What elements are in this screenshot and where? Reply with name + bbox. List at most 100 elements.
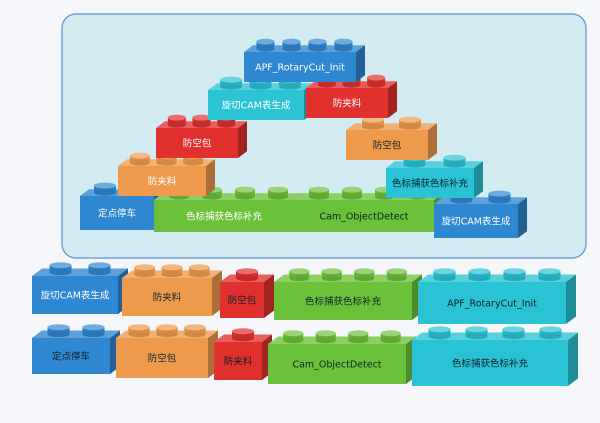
brick-side — [388, 81, 397, 118]
brick-top — [274, 274, 422, 282]
brick-sebiao-buhuo-2-label: 色标捕获色标补充 — [392, 178, 469, 190]
brick-side — [568, 332, 578, 386]
brick-sebiao-buhuo-2: 色标捕获色标补充 — [386, 154, 483, 198]
brick-stud — [49, 262, 72, 276]
brick-top — [32, 330, 120, 338]
brick-stud — [354, 268, 375, 282]
brick-side — [206, 159, 215, 196]
brick-stud — [309, 186, 329, 200]
brick-stud — [321, 268, 342, 282]
brick-front — [434, 204, 518, 238]
brick-stud — [156, 324, 178, 338]
brick-stud — [538, 268, 561, 282]
brick-row1-fangkongbao-label: 防空包 — [228, 295, 257, 307]
brick-front — [294, 200, 434, 232]
brick-sebiao-buhuo-1-label: 色标捕获色标补充 — [186, 211, 263, 223]
brick-stud — [468, 268, 491, 282]
brick-top — [412, 332, 578, 340]
brick-top — [32, 268, 128, 276]
brick-stud — [380, 330, 401, 344]
brick-stud — [502, 326, 525, 340]
brick-front — [122, 278, 212, 316]
brick-fangkongbao-2: 防空包 — [346, 116, 437, 160]
brick-side — [428, 123, 437, 160]
brick-fangkongbao-1-label: 防空包 — [183, 138, 212, 150]
brick-top — [418, 274, 576, 282]
brick-row1-fangjialiao-label: 防夹料 — [153, 292, 182, 304]
brick-fangkongbao-2-label: 防空包 — [373, 140, 402, 152]
brick-row2-fangkongbao-label: 防空包 — [148, 353, 177, 365]
brick-stud — [256, 38, 275, 52]
brick-dingdian-tingche-label: 定点停车 — [98, 208, 136, 220]
brick-front — [214, 342, 262, 380]
brick-cam-objectdetect: Cam_ObjectDetect — [294, 186, 443, 232]
brick-front — [412, 340, 568, 386]
brick-stud — [282, 38, 301, 52]
brick-stud — [128, 324, 150, 338]
brick-front — [116, 338, 208, 378]
brick-stud — [488, 190, 511, 204]
brick-fangkongbao-1: 防空包 — [156, 114, 247, 158]
brick-front — [346, 130, 428, 160]
brick-stud — [129, 152, 150, 166]
brick-front — [154, 200, 294, 232]
brick-stud — [315, 330, 336, 344]
brick-stud — [362, 116, 384, 130]
brick-top — [386, 161, 483, 168]
brick-front — [418, 282, 566, 324]
brick-front — [32, 338, 110, 374]
brick-side — [518, 197, 527, 238]
brick-stud — [348, 330, 369, 344]
brick-stud — [367, 74, 386, 88]
brick-stud — [399, 116, 421, 130]
brick-side — [238, 121, 247, 158]
brick-top — [434, 197, 527, 204]
brick-front — [306, 88, 388, 118]
brick-row1-xuanqie-cam: 旋切CAM表生成 — [32, 262, 128, 314]
brick-stud — [386, 268, 407, 282]
brick-stud — [465, 326, 488, 340]
brick-xuanqie-cam-1: 旋切CAM表生成 — [434, 190, 527, 238]
brick-apf-rotarycut-init-1-label: APF_RotaryCut_Init — [255, 63, 345, 74]
brick-front — [244, 52, 356, 82]
brick-row2-cam-objectdetect: Cam_ObjectDetect — [268, 330, 416, 384]
brick-stud — [443, 154, 466, 168]
brick-stud — [192, 114, 211, 128]
brick-row2-dingdian-tingche-label: 定点停车 — [52, 351, 90, 363]
brick-row1-apf-init-label: APF_RotaryCut_Init — [447, 299, 537, 310]
brick-row1-fangkongbao: 防空包 — [220, 268, 274, 318]
brick-sebiao-buhuo-1: 色标捕获色标补充 — [154, 186, 303, 232]
brick-front — [156, 128, 238, 158]
brick-stud — [88, 262, 111, 276]
brick-row1-fangjialiao: 防夹料 — [122, 264, 222, 316]
brick-side — [474, 161, 483, 198]
brick-stud — [134, 264, 156, 278]
brick-stud — [161, 264, 183, 278]
brick-front — [80, 196, 154, 230]
brick-stud — [428, 326, 451, 340]
brick-side — [264, 274, 274, 318]
brick-stud — [342, 186, 362, 200]
brick-stud — [268, 186, 288, 200]
brick-stud — [539, 326, 562, 340]
brick-stud — [47, 324, 70, 338]
brick-row1-apf-init: APF_RotaryCut_Init — [418, 268, 576, 324]
brick-front — [220, 282, 264, 318]
brick-fangjialiao-1: 防夹料 — [118, 152, 215, 196]
brick-stud — [236, 268, 258, 282]
brick-front — [118, 166, 206, 196]
brick-row1-xuanqie-cam-label: 旋切CAM表生成 — [41, 290, 110, 302]
brick-stud — [167, 114, 186, 128]
brick-xuanqie-cam-1-label: 旋切CAM表生成 — [442, 216, 511, 228]
brick-row2-fangjialiao: 防夹料 — [214, 328, 272, 380]
brick-stud — [334, 38, 353, 52]
brick-stud — [433, 268, 456, 282]
brick-stud — [232, 328, 254, 342]
brick-stud — [94, 182, 116, 196]
brick-front — [274, 282, 412, 320]
brick-row2-sebiao-buhuo-label: 色标捕获色标补充 — [452, 358, 529, 370]
brick-front — [268, 344, 406, 384]
brick-row2-fangkongbao: 防空包 — [116, 324, 218, 378]
brick-stud — [189, 264, 210, 278]
